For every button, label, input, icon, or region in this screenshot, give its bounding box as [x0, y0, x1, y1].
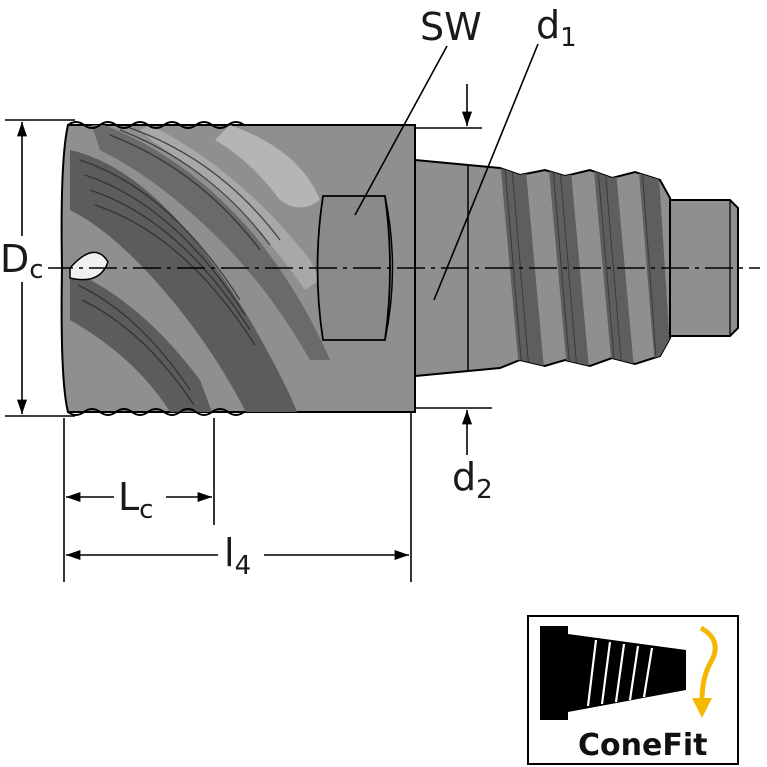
cutting-head — [60, 121, 416, 416]
conefit-label: ConeFit — [578, 728, 707, 763]
d1-leader — [433, 43, 539, 301]
serrated-edge-bottom — [67, 408, 245, 416]
extension-lines — [5, 119, 492, 582]
serrated-edge-top — [67, 121, 245, 129]
thread-grooves — [500, 160, 670, 376]
conefit-badge: ConeFit — [527, 615, 739, 765]
tip-notch — [69, 251, 109, 281]
helical-flutes — [70, 125, 330, 412]
rotation-arrow-icon — [692, 625, 718, 718]
conefit-tool-icon — [540, 626, 686, 720]
d2-label: d2 — [452, 455, 493, 505]
threaded-shank — [414, 158, 739, 378]
sw-label: SW — [420, 5, 482, 49]
dc-label: Dc — [0, 237, 44, 285]
sw-leader — [354, 45, 448, 216]
lc-label: Lc — [118, 475, 153, 525]
l4-label: l4 — [224, 531, 251, 581]
d1-label: d1 — [536, 3, 577, 53]
